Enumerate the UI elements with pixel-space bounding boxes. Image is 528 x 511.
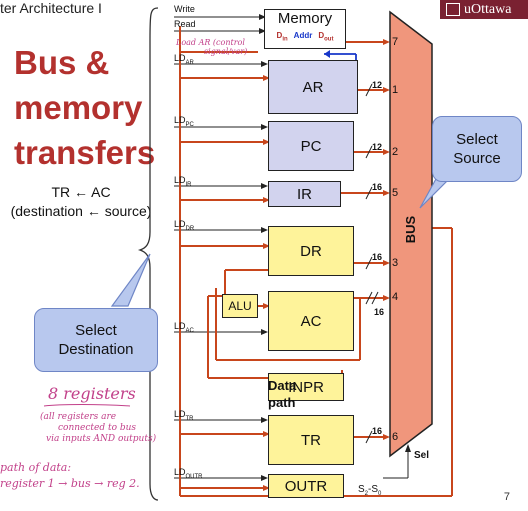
slide-title: Bus & memory transfers bbox=[14, 40, 155, 175]
data-path-line-1: Data bbox=[268, 378, 297, 393]
alu-unit: ALU bbox=[222, 294, 258, 318]
ld-ac-label: LDAC bbox=[174, 321, 194, 334]
title-line-3: transfers bbox=[14, 134, 156, 171]
callout-destination-line-2: Destination bbox=[58, 341, 134, 358]
handwritten-load-note: Load AR (control signal/var) bbox=[176, 38, 248, 56]
select-lines-label: S2-S0 bbox=[358, 484, 382, 497]
ir-bit-width: 16 bbox=[372, 182, 383, 192]
memory-unit: Memory Din Addr Dout bbox=[264, 9, 346, 49]
transfer-statement: TR ← AC (destination ← source) bbox=[6, 183, 156, 221]
ld-tr-label: LDTR bbox=[174, 409, 194, 422]
register-tr: TR bbox=[268, 415, 354, 465]
page-number: 7 bbox=[503, 491, 510, 503]
course-header: ter Architecture I bbox=[0, 0, 102, 16]
register-ac: AC bbox=[268, 291, 354, 351]
memory-port-din: Din bbox=[276, 31, 288, 43]
register-inpr: INPR bbox=[268, 373, 344, 401]
data-path-label: Data path bbox=[268, 377, 296, 411]
callout-source-line-2: Source bbox=[453, 150, 501, 167]
ac-bit-width: 16 bbox=[374, 307, 385, 317]
handwritten-path-note: path of data: register 1 → bus → reg 2. bbox=[0, 461, 140, 490]
memory-ports: Din Addr Dout bbox=[277, 31, 334, 43]
read-label: Read bbox=[174, 19, 196, 29]
memory-port-dout: Dout bbox=[318, 31, 334, 43]
title-line-2: memory bbox=[14, 89, 143, 126]
ar-bus-index: 1 bbox=[392, 84, 399, 96]
ir-bus-index: 5 bbox=[392, 187, 399, 199]
ld-ir-label: LDIR bbox=[174, 175, 192, 188]
ar-bit-width: 12 bbox=[372, 80, 383, 90]
register-ir: IR bbox=[268, 181, 341, 207]
pc-bus-index: 2 bbox=[392, 146, 399, 158]
callout-destination-line-1: Select bbox=[75, 322, 117, 339]
register-dr: DR bbox=[268, 226, 354, 276]
register-pc: PC bbox=[268, 121, 354, 171]
bus-label: BUS bbox=[403, 215, 419, 244]
crest-icon bbox=[446, 3, 460, 16]
logo-text: uOttawa bbox=[464, 2, 512, 17]
select-source-callout: Select Source bbox=[432, 116, 522, 182]
ac-bus-index: 4 bbox=[392, 291, 399, 303]
select-destination-callout: Select Destination bbox=[34, 308, 158, 372]
data-path-line-2: path bbox=[268, 395, 296, 410]
ld-ar-label: LDAR bbox=[174, 53, 194, 66]
university-logo: uOttawa bbox=[440, 0, 528, 19]
title-line-1: Bus & bbox=[14, 44, 110, 81]
ld-pc-label: LDPC bbox=[174, 115, 194, 128]
callout-source-line-1: Select bbox=[456, 131, 498, 148]
memory-bus-index: 7 bbox=[392, 36, 399, 48]
register-ar: AR bbox=[268, 60, 358, 114]
write-label: Write bbox=[174, 4, 195, 14]
memory-port-addr: Addr bbox=[293, 31, 313, 40]
tr-bus-index: 6 bbox=[392, 431, 399, 443]
register-outr: OUTR bbox=[268, 474, 344, 498]
handwritten-registers-heading: 8 registers bbox=[48, 384, 136, 403]
ld-outr-label: LDOUTR bbox=[174, 467, 203, 480]
ld-dr-label: LDDR bbox=[174, 219, 195, 232]
select-label: Sel bbox=[414, 450, 430, 461]
pc-bit-width: 12 bbox=[372, 142, 383, 152]
dr-bit-width: 16 bbox=[372, 252, 383, 262]
memory-name: Memory bbox=[277, 10, 333, 27]
transfer-explanation: (destination ← source) bbox=[10, 203, 152, 219]
dr-bus-index: 3 bbox=[392, 257, 399, 269]
handwritten-registers-note: (all registers are connected to bus via … bbox=[40, 412, 157, 444]
tr-bit-width: 16 bbox=[372, 426, 383, 436]
transfer-equation: TR ← AC bbox=[51, 184, 111, 200]
